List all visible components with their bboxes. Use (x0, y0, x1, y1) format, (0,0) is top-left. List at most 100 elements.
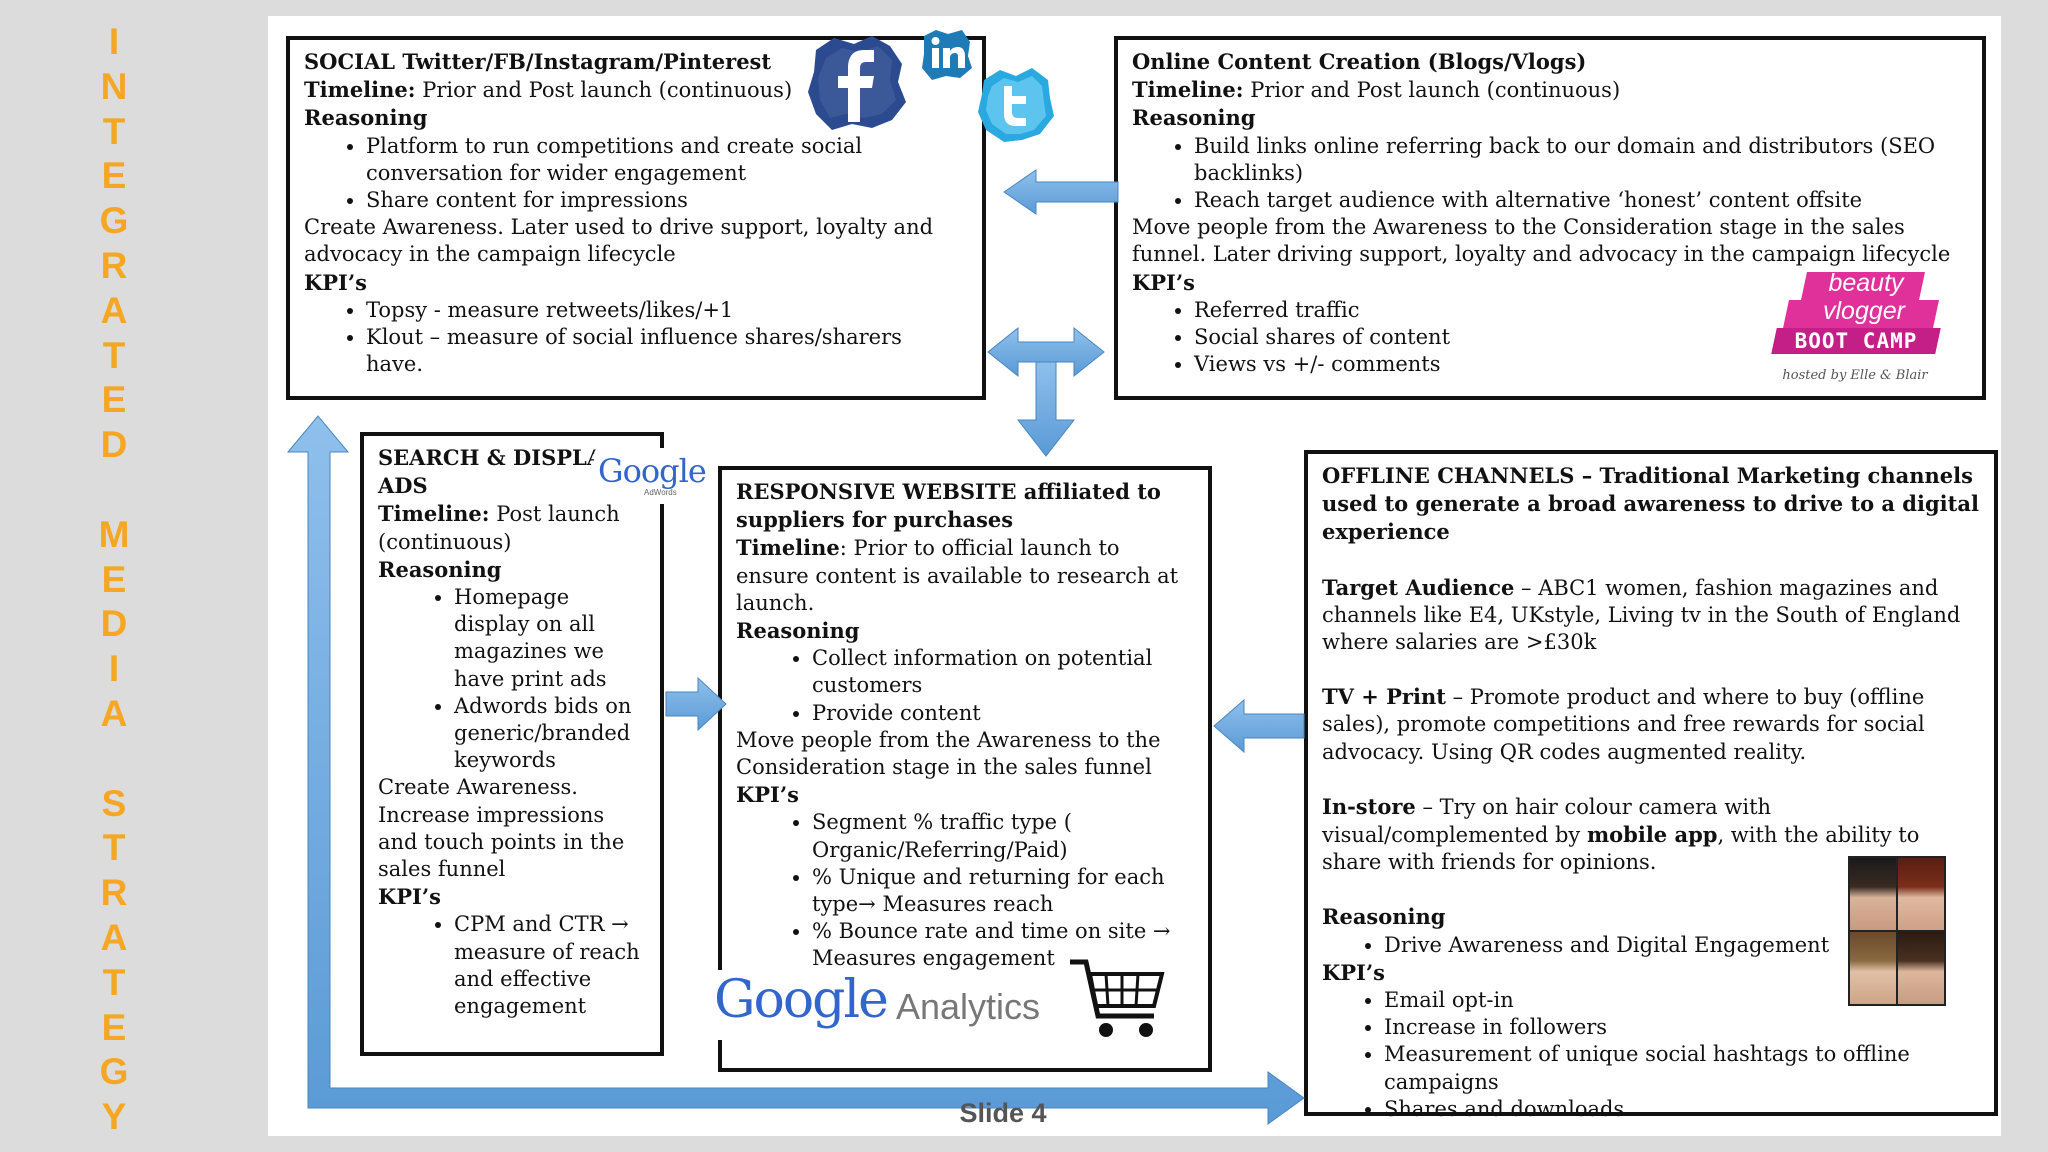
offline-target-label: Target Audience (1322, 574, 1515, 600)
photo (1898, 932, 1944, 1004)
logo-caption: hosted by Elle & Blair (1782, 368, 1928, 383)
list-item: Provide content (812, 700, 1194, 727)
vertical-title-letter: I (108, 21, 120, 62)
analytics-label: Analytics (896, 986, 1041, 1027)
google-logo-text: Google (598, 452, 707, 490)
list-item: Views vs +/- comments (1194, 351, 1968, 378)
slide-number: Slide 4 (959, 1098, 1047, 1128)
vertical-title-letter: D (100, 424, 128, 466)
vertical-title-letter: A (100, 692, 128, 734)
social-summary: Create Awareness. Later used to drive su… (304, 215, 934, 267)
search-title-line1: SEARCH & DISPLAY (378, 445, 618, 470)
list-item: % Unique and returning for each type→ Me… (812, 864, 1194, 918)
hair-colour-photos (1848, 856, 1946, 1006)
offline-reasoning-label: Reasoning (1322, 904, 1446, 930)
adwords-label: AdWords (644, 488, 677, 497)
vertical-title-letter: D (100, 603, 128, 645)
content-title: Online Content Creation (Blogs/Vlogs) (1132, 49, 1587, 74)
offline-instore-b: , with the ability to share with friends… (1322, 823, 1920, 875)
list-item: Social shares of content (1194, 324, 1968, 351)
vertical-title-letter: M (98, 513, 130, 555)
arrows-layer (286, 169, 1305, 1125)
website-summary: Move people from the Awareness to the Co… (736, 727, 1161, 780)
content-reasoning-label: Reasoning (1132, 105, 1256, 131)
logo-line3: BOOT CAMP (1794, 329, 1918, 353)
vertical-title-letter: T (102, 961, 126, 1003)
social-title: SOCIAL Twitter/FB/Instagram/Pinterest (304, 49, 772, 74)
social-timeline-label: Timeline: (304, 77, 416, 103)
facebook-icon (808, 36, 906, 130)
offline-tv-label: TV + Print (1322, 684, 1446, 710)
website-box: RESPONSIVE WEBSITE affiliated to supplie… (718, 466, 1212, 1072)
vertical-title-letter: G (99, 200, 129, 242)
content-timeline: Prior and Post launch (continuous) (1250, 78, 1621, 103)
list-item: Share content for impressions (366, 187, 948, 214)
list-item: Platform to run competitions and create … (366, 133, 948, 187)
search-kpi-label: KPI’s (378, 884, 441, 910)
vertical-title-letter: A (100, 289, 128, 331)
slide: SOCIAL Twitter/FB/Instagram/Pinterest Ti… (268, 16, 2001, 1136)
list-item: Reach target audience with alternative ‘… (1194, 187, 1958, 214)
list-item: Build links online referring back to our… (1194, 133, 1958, 187)
arrow-content-to-social (1003, 169, 1119, 215)
vertical-title-letter: E (101, 155, 127, 197)
arrow-search-to-website (665, 676, 727, 732)
search-reasoning-label: Reasoning (378, 556, 502, 582)
search-timeline: Post launch (continuous) (378, 502, 620, 554)
google-logo-text: Google (714, 970, 889, 1030)
vertical-title-letter: N (100, 65, 128, 107)
vertical-title-letter: Y (101, 1096, 127, 1138)
content-kpi-label: KPI’s (1132, 269, 1195, 295)
vertical-title-letter: R (100, 872, 128, 914)
arrow-offline-to-website (1213, 698, 1305, 754)
arrow-loop-social-offline (286, 415, 1305, 1125)
website-reasoning-label: Reasoning (736, 618, 860, 644)
google-adwords-logo: Google AdWords (594, 448, 707, 504)
list-item: Klout – measure of social influence shar… (366, 324, 928, 378)
arrow-to-website-down (1016, 361, 1076, 457)
list-item: Collect information on potential custome… (812, 645, 1194, 699)
list-item: Increase in followers (1384, 1014, 1980, 1041)
google-analytics-logo: Google Analytics (714, 970, 1094, 1040)
list-item: Measurement of unique social hashtags to… (1384, 1041, 1980, 1095)
offline-kpi-label: KPI’s (1322, 959, 1385, 985)
logo-line1: beauty (1828, 269, 1904, 297)
vertical-title-letter: E (101, 379, 127, 421)
vertical-title-letter: A (100, 916, 128, 958)
list-item: Drive Awareness and Digital Engagement (1384, 932, 1980, 959)
logo-line2: vlogger (1823, 297, 1905, 325)
content-timeline-label: Timeline: (1132, 77, 1244, 103)
content-summary: Move people from the Awareness to the Co… (1132, 215, 1951, 267)
social-timeline: Prior and Post launch (continuous) (422, 78, 793, 103)
arrow-social-content-double (987, 326, 1105, 378)
list-item: CPM and CTR → measure of reach and effec… (454, 911, 646, 1020)
social-kpi-label: KPI’s (304, 269, 367, 295)
offline-instore-bold: mobile app (1586, 822, 1718, 848)
vertical-title-letter: E (101, 1006, 127, 1048)
website-timeline: : Prior to official launch to ensure con… (736, 536, 1179, 615)
vertical-title-letter: G (99, 1051, 129, 1093)
search-title-line2: ADS (378, 473, 428, 499)
list-item: Segment % traffic type ( Organic/Referri… (812, 809, 1194, 863)
linkedin-icon (922, 30, 972, 80)
search-timeline-label: Timeline: (378, 501, 490, 527)
content-box: Online Content Creation (Blogs/Vlogs) Ti… (1114, 36, 1986, 400)
list-item: Email opt-in (1384, 987, 1980, 1014)
offline-target: – ABC1 women, fashion magazines and chan… (1322, 575, 1961, 655)
vertical-title-letter: T (102, 827, 126, 869)
vertical-title-letter: I (108, 648, 120, 690)
offline-tv: – Promote product and where to buy (offl… (1322, 685, 1925, 764)
vertical-title-letter: S (101, 782, 127, 824)
website-title: RESPONSIVE WEBSITE affiliated to supplie… (736, 479, 1161, 533)
photo (1898, 858, 1944, 930)
list-item: Adwords bids on generic/branded keywords (454, 693, 646, 775)
list-item: Homepage display on all magazines we hav… (454, 584, 646, 693)
list-item: Topsy - measure retweets/likes/+1 (366, 297, 928, 324)
offline-instore-label: In-store (1322, 793, 1416, 819)
search-summary: Create Awareness. Increase impressions a… (378, 775, 625, 882)
list-item: % Bounce rate and time on site → Measure… (812, 918, 1194, 972)
vertical-title-letter: R (100, 244, 128, 286)
website-timeline-label: Timeline (736, 535, 840, 561)
beauty-vlogger-logo: beauty vlogger BOOT CAMP hosted by Elle … (1771, 269, 1954, 392)
